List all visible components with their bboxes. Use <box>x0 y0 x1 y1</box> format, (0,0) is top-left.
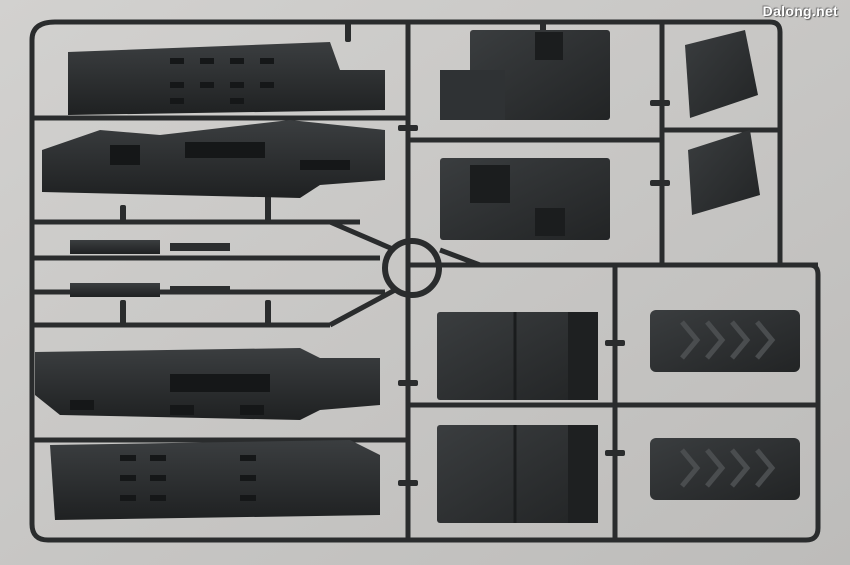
armor-box-lower-2 <box>437 425 598 523</box>
wedge-panel-2 <box>688 130 760 215</box>
small-bar-part-2 <box>70 283 230 297</box>
vent-part-1 <box>650 310 800 372</box>
center-ring <box>382 238 442 298</box>
sprue-gates <box>120 22 670 486</box>
armor-block-top <box>440 30 610 120</box>
watermark-text: Dalong.net <box>762 3 838 19</box>
long-part-4 <box>50 440 380 520</box>
armor-box-lower-1 <box>437 312 598 400</box>
long-part-2 <box>42 120 385 198</box>
long-part-1 <box>68 42 385 115</box>
armor-block-middle <box>440 158 610 240</box>
vent-part-2 <box>650 438 800 500</box>
small-bar-part-1 <box>70 240 230 254</box>
wedge-panel-1 <box>685 30 758 118</box>
long-part-3 <box>35 348 380 420</box>
